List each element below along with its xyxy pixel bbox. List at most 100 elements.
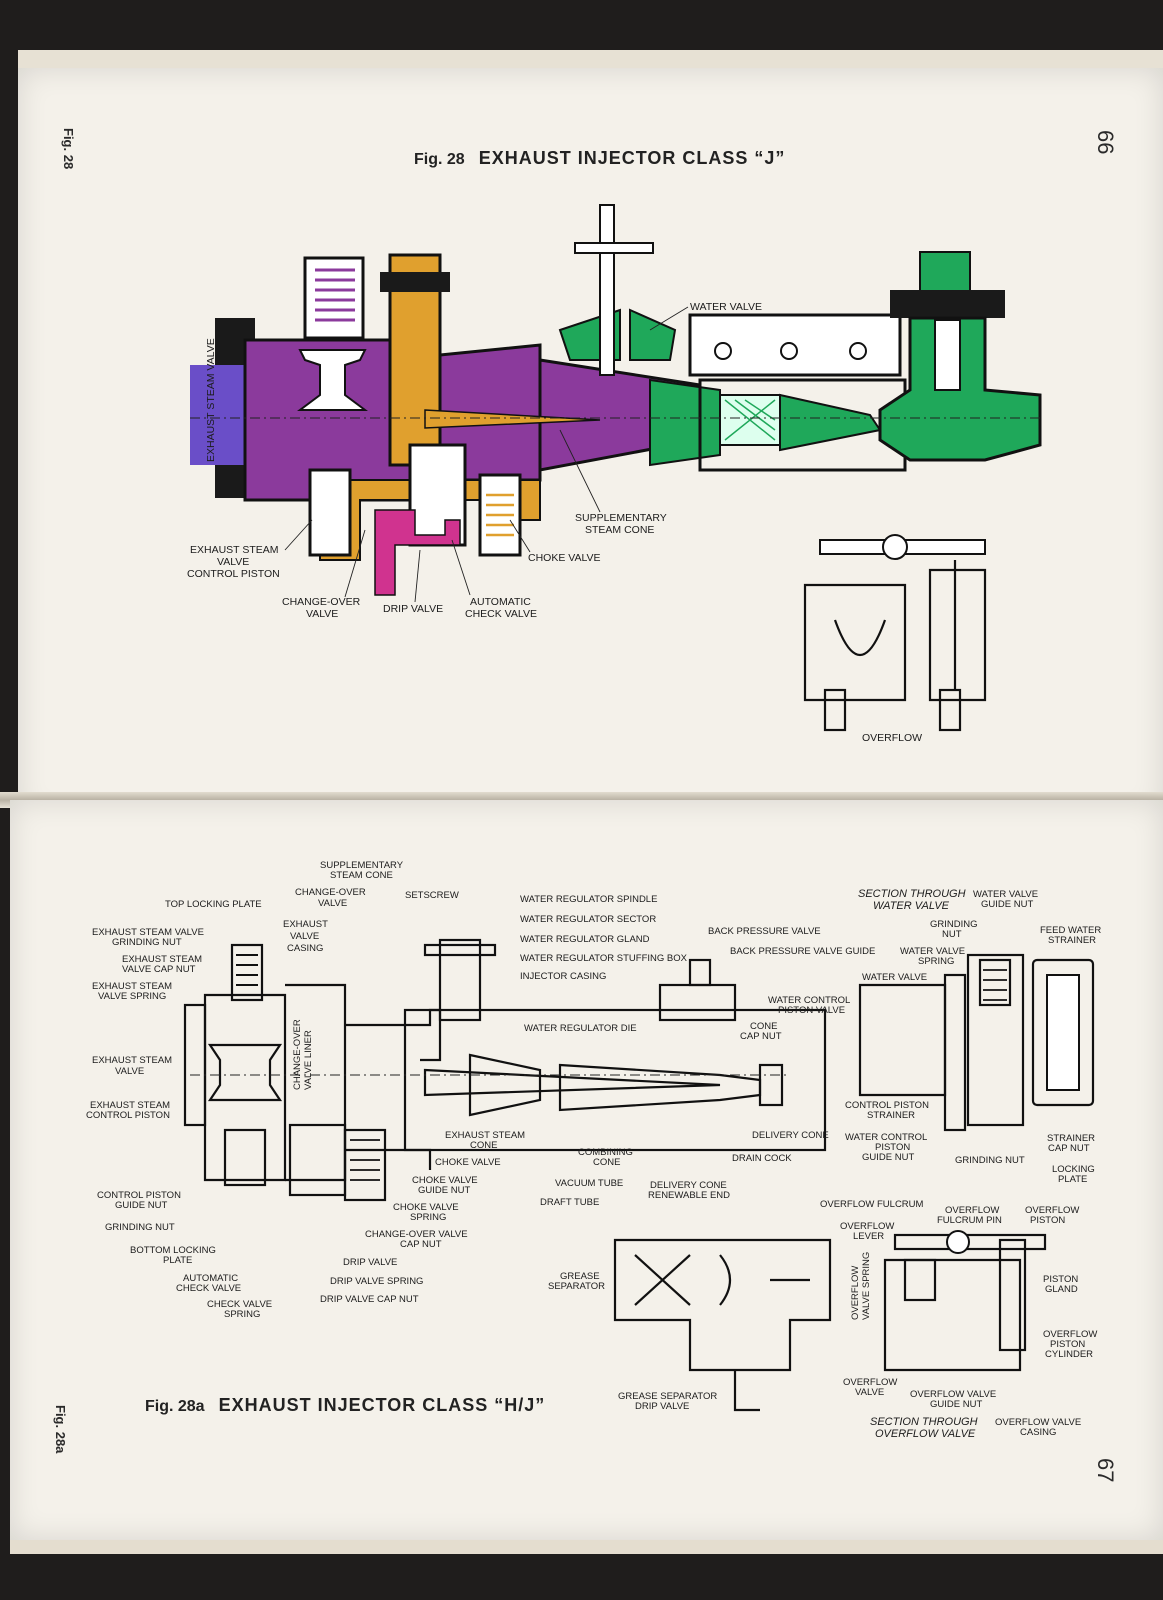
l-acv-2: CHECK VALVE: [176, 1283, 241, 1294]
l-drain-cock: DRAIN COCK: [732, 1153, 792, 1164]
label-exhaust-steam-control-piston-2: VALVE: [217, 556, 249, 568]
l-ovgn-2: GUIDE NUT: [930, 1399, 982, 1410]
l-supp-cone-1: SUPPLEMENTARY: [320, 860, 404, 871]
l-delivery-cone: DELIVERY CONE: [752, 1130, 829, 1141]
label-overflow: OVERFLOW: [862, 732, 922, 744]
l-draft-tube: DRAFT TUBE: [540, 1197, 599, 1208]
fig28-supplementary-cone: [424, 409, 601, 429]
l-dcre-1: DELIVERY CONE: [650, 1180, 727, 1191]
l-change-over-1: CHANGE-OVER: [295, 887, 366, 898]
l-dcre-2: RENEWABLE END: [648, 1190, 730, 1201]
l-top-locking-plate: TOP LOCKING PLATE: [165, 899, 262, 910]
fig28-exhaust-valve: [297, 349, 368, 411]
l-ovs-1: OVERFLOW: [850, 1266, 861, 1320]
l-esv-spring-1: EXHAUST STEAM: [92, 981, 172, 992]
l-ovc-1: OVERFLOW VALVE: [995, 1417, 1081, 1428]
fig28a-water-valve-section: [858, 953, 1095, 1132]
l-drip-valve-cap-nut: DRIP VALVE CAP NUT: [320, 1294, 419, 1305]
l-wcpv-2: PISTON VALVE: [778, 1005, 845, 1016]
fig28-water-spindle: [599, 204, 615, 376]
l-esv-grinding-nut-1: EXHAUST STEAM VALVE: [92, 927, 204, 938]
fig28-labels: EXHAUST STEAM VALVE WATER VALVE EXHAUST …: [187, 301, 922, 744]
label-change-over-valve-1: CHANGE-OVER: [282, 596, 361, 608]
l-stov-1: SECTION THROUGH: [870, 1416, 978, 1428]
l-fws-1: FEED WATER: [1040, 925, 1101, 936]
l-gn2-2: NUT: [942, 929, 962, 940]
l-ov-1: OVERFLOW: [843, 1377, 897, 1388]
l-wvs-2: SPRING: [918, 956, 954, 967]
fig28-check-valve-body: [408, 443, 467, 547]
l-cone-cap-nut-2: CAP NUT: [740, 1031, 782, 1042]
fig28a-grease-separator: [613, 1238, 832, 1412]
l-gn3: GRINDING NUT: [955, 1155, 1025, 1166]
fig28-overflow-section: [803, 534, 987, 732]
l-drip-valve: DRIP VALVE: [343, 1257, 397, 1268]
label-supplementary-steam-cone-1: SUPPLEMENTARY: [575, 512, 667, 524]
l-lp-1: LOCKING: [1052, 1164, 1095, 1175]
label-water-valve: WATER VALVE: [690, 301, 762, 313]
l-exhaust-valve-casing-1: EXHAUST: [283, 919, 328, 930]
l-op-1: OVERFLOW: [1025, 1205, 1079, 1216]
l-ov-2: VALVE: [855, 1387, 884, 1398]
l-esc-2: CONE: [470, 1140, 497, 1151]
l-gn2-1: GRINDING: [930, 919, 978, 930]
l-combining-cone-2: CONE: [593, 1157, 620, 1168]
l-wcpgn-1: WATER CONTROL: [845, 1132, 927, 1143]
fig28-exhaust-inlet: [190, 365, 245, 465]
fig28-combining-cone: [649, 378, 721, 467]
l-scn-1: STRAINER: [1047, 1133, 1095, 1144]
l-esv-2: VALVE: [115, 1066, 144, 1077]
l-opc-1: OVERFLOW: [1043, 1329, 1097, 1340]
page-67: [10, 800, 1163, 1554]
label-choke-valve: CHOKE VALVE: [528, 552, 601, 564]
label-exhaust-steam-control-piston-3: CONTROL PISTON: [187, 568, 280, 580]
fig28-water-valve-right: [629, 308, 677, 361]
l-ofp-2: FULCRUM PIN: [937, 1215, 1002, 1226]
l-wr-spindle: WATER REGULATOR SPINDLE: [520, 894, 657, 905]
l-cvgn-2: GUIDE NUT: [418, 1185, 470, 1196]
label-exhaust-steam-valve-vertical: EXHAUST STEAM VALVE: [205, 338, 217, 462]
l-escp-1: EXHAUST STEAM: [90, 1100, 170, 1111]
l-opc-2: PISTON: [1050, 1339, 1085, 1350]
l-cvs-1: CHOKE VALVE: [393, 1202, 459, 1213]
l-wvgn-2: GUIDE NUT: [981, 899, 1033, 910]
l-ovgn-1: OVERFLOW VALVE: [910, 1389, 996, 1400]
l-stov-2: OVERFLOW VALVE: [875, 1428, 976, 1440]
l-exhaust-valve-casing-2: VALVE: [290, 931, 319, 942]
l-overflow-fulcrum: OVERFLOW FULCRUM: [820, 1199, 924, 1210]
fig28a-strainer-mesh: [1046, 974, 1080, 1091]
l-gs-2: SEPARATOR: [548, 1281, 605, 1292]
l-wvgn-1: WATER VALVE: [973, 889, 1038, 900]
l-esv-spring-2: VALVE SPRING: [98, 991, 166, 1002]
l-cpgn-2: GUIDE NUT: [115, 1200, 167, 1211]
fig28a-overflow-valve-section: [883, 1230, 1047, 1372]
l-injector-casing: INJECTOR CASING: [520, 971, 606, 982]
l-cps-2: STRAINER: [867, 1110, 915, 1121]
l-back-pressure-valve: BACK PRESSURE VALVE: [708, 926, 821, 937]
l-wr-stuffing-box: WATER REGULATOR STUFFING BOX: [520, 953, 688, 964]
l-co-liner-1: CHANGE-OVER: [292, 1019, 303, 1090]
l-wcpgn-2: PISTON: [875, 1142, 910, 1153]
l-cvsp-2: SPRING: [224, 1309, 260, 1320]
l-choke-valve: CHOKE VALVE: [435, 1157, 501, 1168]
l-vacuum-tube: VACUUM TUBE: [555, 1178, 623, 1189]
l-cpgn-1: CONTROL PISTON: [97, 1190, 181, 1201]
l-blp-1: BOTTOM LOCKING: [130, 1245, 216, 1256]
fig28-control-piston: [308, 468, 352, 557]
l-wcpgn-3: GUIDE NUT: [862, 1152, 914, 1163]
l-exhaust-valve-casing-3: CASING: [287, 943, 323, 954]
l-ofp-1: OVERFLOW: [945, 1205, 999, 1216]
l-opc-3: CYLINDER: [1045, 1349, 1093, 1360]
top-figure-number: Fig. 28: [414, 151, 465, 168]
l-pg-2: GLAND: [1045, 1284, 1078, 1295]
l-ovs-2: VALVE SPRING: [861, 1252, 872, 1320]
label-supplementary-steam-cone-2: STEAM CONE: [585, 524, 654, 536]
l-fws-2: STRAINER: [1048, 935, 1096, 946]
l-esc-1: EXHAUST STEAM: [445, 1130, 525, 1141]
l-esv-1: EXHAUST STEAM: [92, 1055, 172, 1066]
l-co-liner-2: VALVE LINER: [303, 1030, 314, 1090]
l-blp-2: PLATE: [163, 1255, 192, 1266]
bottom-figure-number: Fig. 28a: [145, 1398, 205, 1415]
